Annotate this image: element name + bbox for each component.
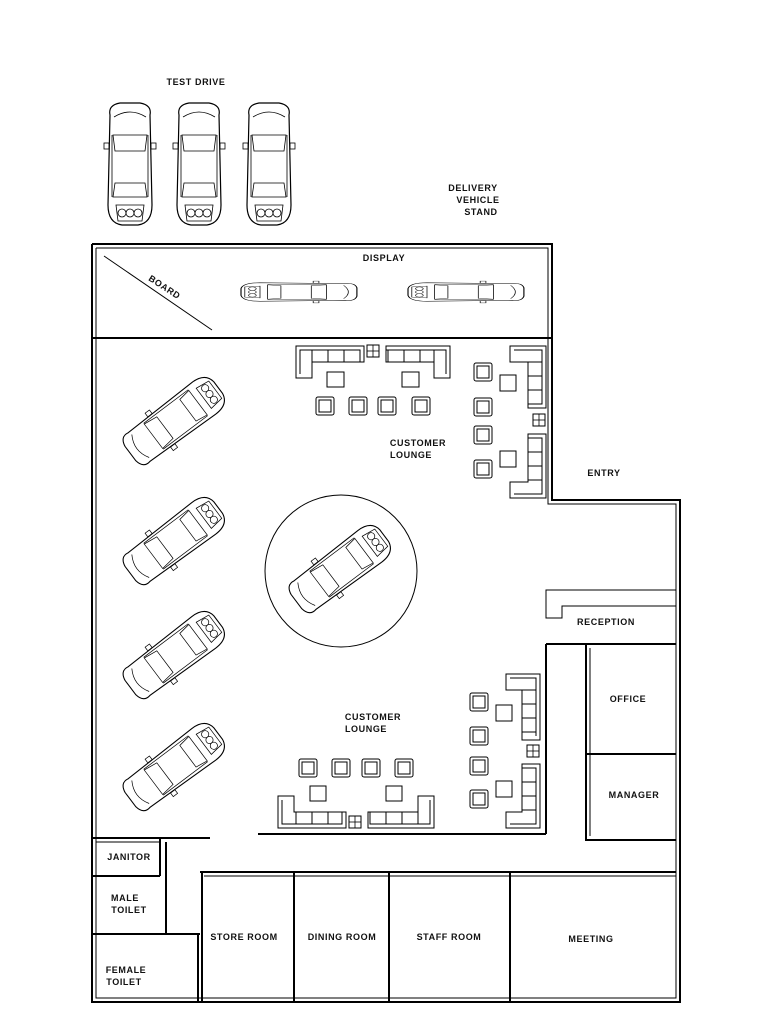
display-label: DISPLAY xyxy=(363,253,405,263)
chair-icon xyxy=(315,396,335,416)
entry-label: ENTRY xyxy=(587,468,620,478)
customer-lounge-bottom-furniture xyxy=(258,644,547,835)
car-icon xyxy=(115,368,233,473)
reception-label: RECEPTION xyxy=(577,617,635,627)
plant-icon xyxy=(526,744,540,758)
chair-icon xyxy=(361,758,381,778)
female-toilet-label-line2: TOILET xyxy=(106,977,141,987)
chair-icon xyxy=(469,789,489,809)
car-icon xyxy=(115,714,233,819)
female-toilet-label-line1: FEMALE xyxy=(106,965,147,975)
turntable xyxy=(264,494,418,648)
plant-icon xyxy=(366,344,380,358)
car-icon xyxy=(242,102,296,226)
car-icon xyxy=(172,102,226,226)
chair-icon xyxy=(377,396,397,416)
test-drive-label: TEST DRIVE xyxy=(166,77,225,87)
office-label: OFFICE xyxy=(610,694,647,704)
male-toilet-label-line1: MALE xyxy=(111,893,139,903)
manager-label: MANAGER xyxy=(609,790,660,800)
meeting-label: MEETING xyxy=(568,934,613,944)
chair-icon xyxy=(473,459,493,479)
car-icon xyxy=(407,280,525,304)
chair-icon xyxy=(394,758,414,778)
display-cars xyxy=(240,280,525,304)
car-icon xyxy=(240,280,358,304)
customer-lounge-top-furniture xyxy=(295,344,547,499)
building-walls xyxy=(91,243,681,1003)
staff-room-label: STAFF ROOM xyxy=(417,932,482,942)
chair-icon xyxy=(469,726,489,746)
store-room-label: STORE ROOM xyxy=(210,932,277,942)
delivery-label-line3: STAND xyxy=(464,207,497,217)
car-icon xyxy=(115,488,233,593)
showroom-cars xyxy=(115,368,233,819)
car-icon xyxy=(103,102,157,226)
chair-icon xyxy=(473,362,493,382)
board-line xyxy=(103,255,213,331)
delivery-label-line1: DELIVERY xyxy=(448,183,497,193)
chair-icon xyxy=(469,692,489,712)
dining-room-label: DINING ROOM xyxy=(308,932,377,942)
chair-icon xyxy=(348,396,368,416)
service-room-walls xyxy=(92,837,676,1002)
customer-lounge-top-label-line1: CUSTOMER xyxy=(390,438,446,448)
plant-icon xyxy=(348,815,362,829)
janitor-label: JANITOR xyxy=(107,852,151,862)
chair-icon xyxy=(473,397,493,417)
car-icon xyxy=(281,516,399,621)
chair-icon xyxy=(473,425,493,445)
chair-icon xyxy=(331,758,351,778)
chair-icon xyxy=(298,758,318,778)
male-toilet-label-line2: TOILET xyxy=(111,905,146,915)
chair-icon xyxy=(469,756,489,776)
office-manager-walls xyxy=(585,644,676,841)
test-drive-cars xyxy=(103,102,296,226)
delivery-label-line2: VEHICLE xyxy=(456,195,499,205)
customer-lounge-top-label-line2: LOUNGE xyxy=(390,450,432,460)
chair-icon xyxy=(411,396,431,416)
customer-lounge-bottom-label-line2: LOUNGE xyxy=(345,724,387,734)
reception-desk xyxy=(545,589,677,645)
customer-lounge-bottom-label-line1: CUSTOMER xyxy=(345,712,401,722)
car-icon xyxy=(115,602,233,707)
plant-icon xyxy=(532,413,546,427)
